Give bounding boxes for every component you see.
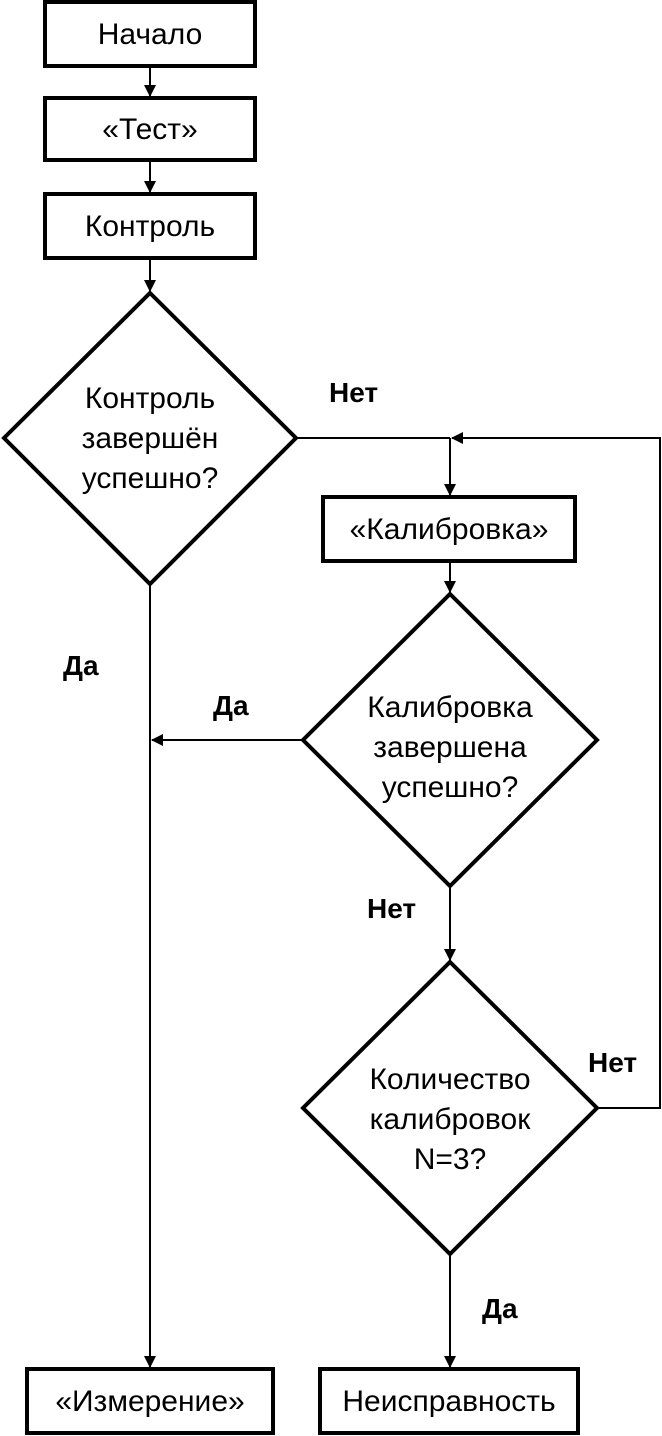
fault-box: Неисправность — [318, 1367, 580, 1435]
start-box: Начало — [43, 0, 257, 68]
calibration-decision-line1: Калибровка — [367, 691, 533, 724]
control-decision: Контроль завершён успешно? — [1, 290, 299, 587]
loop-count-no — [451, 432, 661, 1109]
measurement-box: «Измерение» — [25, 1367, 275, 1435]
control-decision-line3: успешно? — [82, 462, 219, 495]
control-decision-line2: завершён — [82, 422, 219, 455]
count-decision-line1: Количество — [369, 1063, 530, 1096]
calibration-decision-line3: успешно? — [382, 771, 519, 804]
test-label: «Тест» — [102, 113, 197, 146]
label-control-yes: Да — [63, 650, 99, 681]
calibration-decision-line2: завершена — [373, 731, 527, 764]
calibration-label: «Калибровка» — [350, 513, 549, 546]
control-decision-line1: Контроль — [85, 382, 215, 415]
label-count-yes: Да — [482, 1293, 518, 1324]
connectors — [144, 68, 661, 1368]
calibration-decision: Калибровка завершена успешно? — [300, 591, 600, 889]
label-calib-yes: Да — [213, 690, 249, 721]
calibration-box: «Калибровка» — [321, 495, 577, 563]
label-calib-no: Нет — [367, 893, 416, 924]
count-decision-line2: калибровок — [370, 1103, 532, 1136]
control-label: Контроль — [85, 210, 215, 243]
test-box: «Тест» — [43, 96, 257, 162]
fault-label: Неисправность — [342, 1385, 555, 1418]
start-label: Начало — [98, 18, 203, 51]
label-control-no: Нет — [329, 377, 378, 408]
count-decision: Количество калибровок N=3? — [300, 959, 600, 1257]
count-decision-line3: N=3? — [414, 1143, 487, 1176]
label-count-no: Нет — [588, 1047, 637, 1078]
measurement-label: «Измерение» — [55, 1385, 244, 1418]
control-box: Контроль — [43, 192, 257, 260]
